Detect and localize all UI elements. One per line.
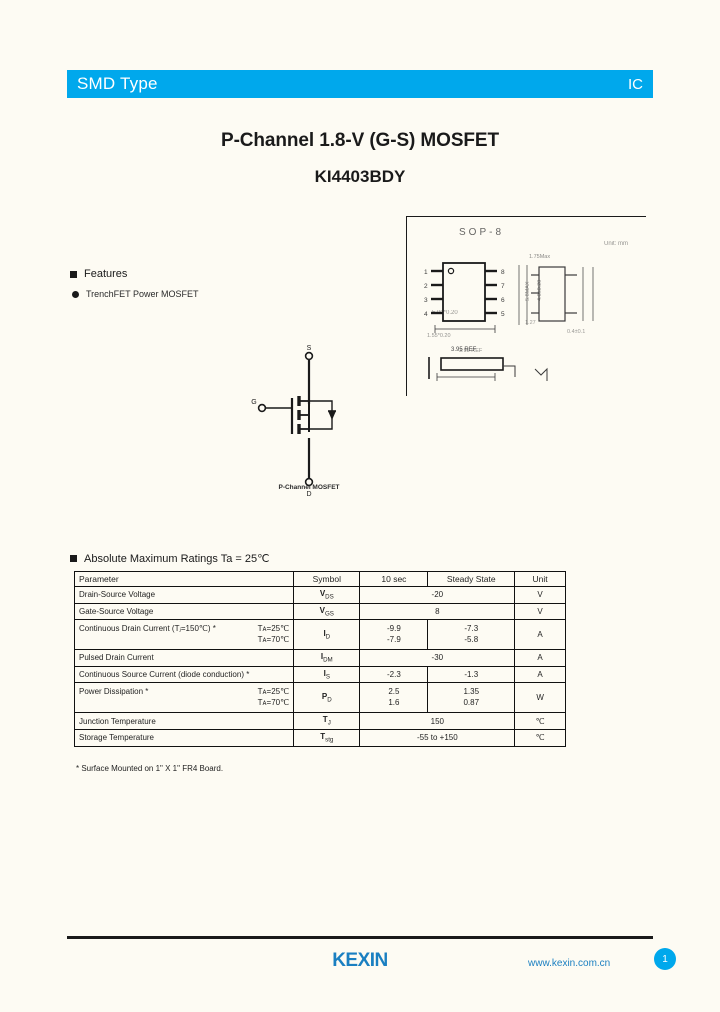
cell-unit: A	[514, 649, 566, 667]
package-dim-g: 3.95 REF	[459, 348, 483, 354]
cell-unit: W	[514, 682, 566, 714]
part-number-title: KI4403BDY	[314, 167, 406, 186]
cell-symbol: PD	[293, 682, 361, 714]
package-dim-f: 0.4±0.1	[567, 329, 586, 335]
package-dim-a: 5.00*0.20	[432, 310, 458, 316]
pin-label-gate: G	[251, 399, 256, 406]
package-drawing-svg: 1 2 3 4 8 7 6 5	[424, 262, 594, 381]
cell-value-10sec: -9.9-7.9	[359, 619, 429, 651]
cell-unit: A	[514, 619, 566, 651]
column-header-10sec: 10 sec	[359, 571, 429, 587]
table-row: Continuous Drain Current (Tⱼ=150℃) * Tᴀ=2…	[73, 619, 566, 651]
page-header-bar: SMD Type IC	[67, 70, 653, 98]
package-dim-d: 1.27	[525, 320, 536, 326]
package-unit-note: Unit: mm	[604, 241, 628, 247]
cell-value-steady-state: -7.3-5.8	[427, 619, 516, 651]
footer-divider	[67, 936, 653, 939]
cell-value-span: -20	[359, 586, 516, 604]
cell-symbol: IDM	[293, 649, 361, 667]
ratings-heading-label: Absolute Maximum Ratings Ta = 25℃	[84, 553, 270, 565]
header-left-label: SMD Type	[77, 74, 158, 93]
column-header-symbol: Symbol	[293, 571, 361, 587]
package-drawing-box: SOP-8 Unit: mm 1.75Max 5.00*0.20 5.8MAX …	[406, 216, 646, 396]
parameter-label: Continuous Drain Current (Tⱼ=150℃) *	[79, 623, 216, 633]
svg-text:5: 5	[501, 311, 505, 318]
cell-parameter: Drain-Source Voltage	[73, 586, 295, 604]
symbol-caption: P-Channel MOSFET	[278, 484, 340, 491]
mosfet-symbol-svg: S G D	[251, 345, 336, 498]
cell-symbol: ID	[293, 619, 361, 651]
svg-text:3: 3	[424, 297, 428, 304]
ratings-heading: Absolute Maximum Ratings Ta = 25℃	[70, 552, 270, 565]
features-heading-label: Features	[84, 268, 128, 280]
cell-value-span: -30	[359, 649, 516, 667]
cell-unit: A	[514, 665, 566, 684]
svg-text:2: 2	[424, 283, 428, 290]
absolute-maximum-ratings-table: Parameter Symbol 10 sec Steady State Uni…	[73, 571, 566, 747]
parameter-label: Power Dissipation *	[79, 687, 149, 697]
feature-list-item: TrenchFET Power MOSFET	[72, 289, 199, 299]
square-bullet-icon	[70, 270, 77, 278]
svg-text:8: 8	[501, 269, 505, 276]
column-header-steady-state: Steady State	[427, 571, 516, 587]
svg-text:6: 6	[501, 297, 505, 304]
cell-parameter: Continuous Source Current (diode conduct…	[73, 665, 295, 684]
mosfet-symbol-diagram: S G D	[244, 342, 374, 502]
cell-unit: ℃	[514, 712, 566, 730]
cell-parameter: Continuous Drain Current (Tⱼ=150℃) * Tᴀ=2…	[73, 619, 295, 651]
pin-label-drain: D	[306, 491, 311, 498]
cell-parameter: Gate-Source Voltage	[73, 602, 295, 621]
cell-unit: V	[514, 602, 566, 621]
cell-symbol: VDS	[293, 586, 361, 604]
cell-symbol: TJ	[293, 712, 361, 730]
cell-unit: ℃	[514, 728, 566, 747]
cell-parameter: Pulsed Drain Current	[73, 649, 295, 667]
package-dim-e: 1.55*0.20	[427, 333, 451, 339]
cell-parameter: Junction Temperature	[73, 712, 295, 730]
feature-label: TrenchFET Power MOSFET	[86, 289, 199, 299]
cell-value-steady-state: -1.3	[427, 665, 516, 684]
table-row: Continuous Source Current (diode conduct…	[73, 665, 566, 684]
svg-text:7: 7	[501, 283, 505, 290]
footer-url-link[interactable]: www.kexin.com.cn	[528, 958, 611, 969]
package-title: SOP-8	[459, 227, 505, 238]
cell-value-10sec: -2.3	[359, 665, 429, 684]
page-title: P-Channel 1.8-V (G-S) MOSFET	[221, 130, 499, 151]
svg-text:1: 1	[424, 269, 428, 276]
cell-symbol: Tstg	[293, 728, 361, 747]
cell-value-span: 150	[359, 712, 516, 730]
package-dim-max: 1.75Max	[529, 254, 551, 260]
square-bullet-icon	[70, 555, 77, 562]
column-header-unit: Unit	[514, 571, 566, 587]
table-header-row: Parameter Symbol 10 sec Steady State Uni…	[73, 571, 566, 587]
cell-symbol: IS	[293, 665, 361, 684]
page-number-badge: 1	[654, 948, 676, 970]
cell-parameter: Storage Temperature	[73, 728, 295, 747]
svg-text:4: 4	[424, 311, 428, 318]
cell-unit: V	[514, 586, 566, 604]
cell-value-span: 8	[359, 602, 516, 621]
column-header-parameter: Parameter	[73, 571, 295, 587]
cell-value-span: -55 to +150	[359, 728, 516, 747]
pin-label-source: S	[307, 345, 312, 352]
table-footnote: * Surface Mounted on 1" X 1" FR4 Board.	[76, 764, 224, 773]
svg-text:3.95 REF: 3.95 REF	[451, 347, 477, 353]
cell-symbol: VGS	[293, 602, 361, 621]
features-heading: Features	[70, 268, 127, 280]
dot-bullet-icon	[72, 290, 79, 298]
kexin-logo: KEXIN	[332, 950, 388, 971]
header-right-label: IC	[628, 75, 643, 93]
